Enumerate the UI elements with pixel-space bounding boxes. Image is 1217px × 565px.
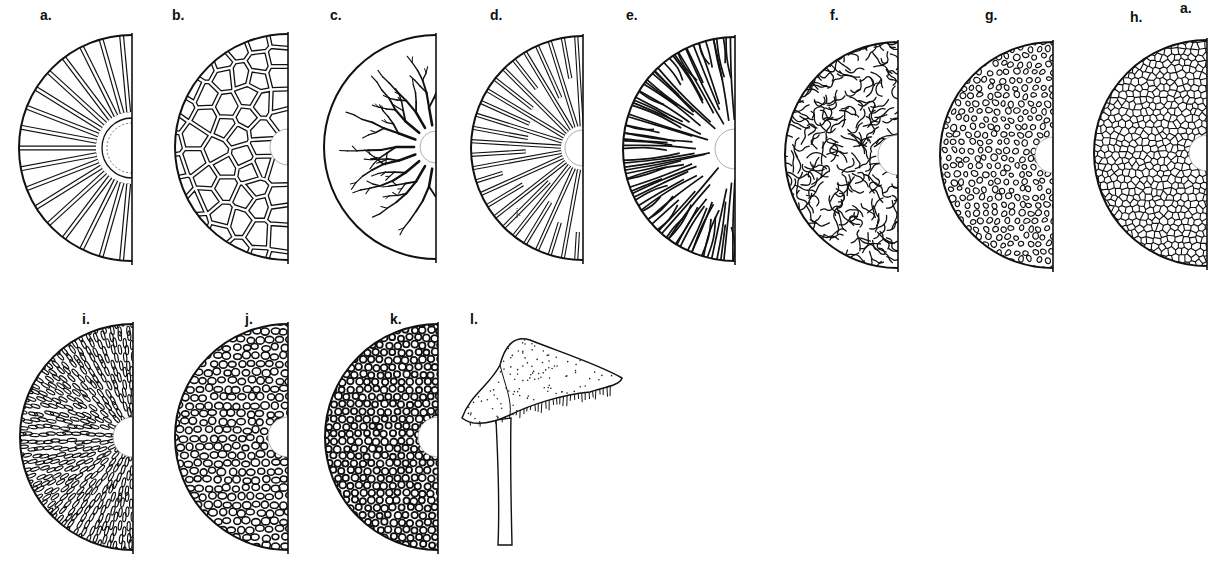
toothed-mushroom (460, 335, 625, 545)
cap-underside (469, 34, 583, 264)
cap-underside (17, 33, 132, 265)
panel-letter: a. (1180, 1, 1192, 15)
panel-letter: h. (1130, 10, 1142, 24)
panel-letter: e. (626, 8, 638, 22)
panel-letter: b. (172, 8, 184, 22)
panel-letter: f. (830, 8, 839, 22)
cap-underside (324, 33, 451, 263)
cap-underside (160, 310, 299, 559)
cap-underside (6, 310, 146, 559)
panel-letter: k. (390, 312, 402, 326)
panel-letter: g. (985, 8, 997, 22)
panel-letter: i. (82, 312, 90, 326)
cap-underside (927, 29, 1066, 281)
panel-letter: l. (470, 312, 478, 326)
panel-letter: d. (490, 8, 502, 22)
cap-underside (621, 35, 735, 265)
cap-underside (312, 311, 448, 556)
panel-letter: j. (245, 312, 253, 326)
panel-letter: c. (330, 8, 342, 22)
panel-letter: a. (40, 8, 52, 22)
cap-underside (1084, 30, 1217, 276)
cap-underside (752, 11, 923, 293)
cap-underside (155, 14, 328, 280)
panel-letter: j. (516, 208, 521, 218)
